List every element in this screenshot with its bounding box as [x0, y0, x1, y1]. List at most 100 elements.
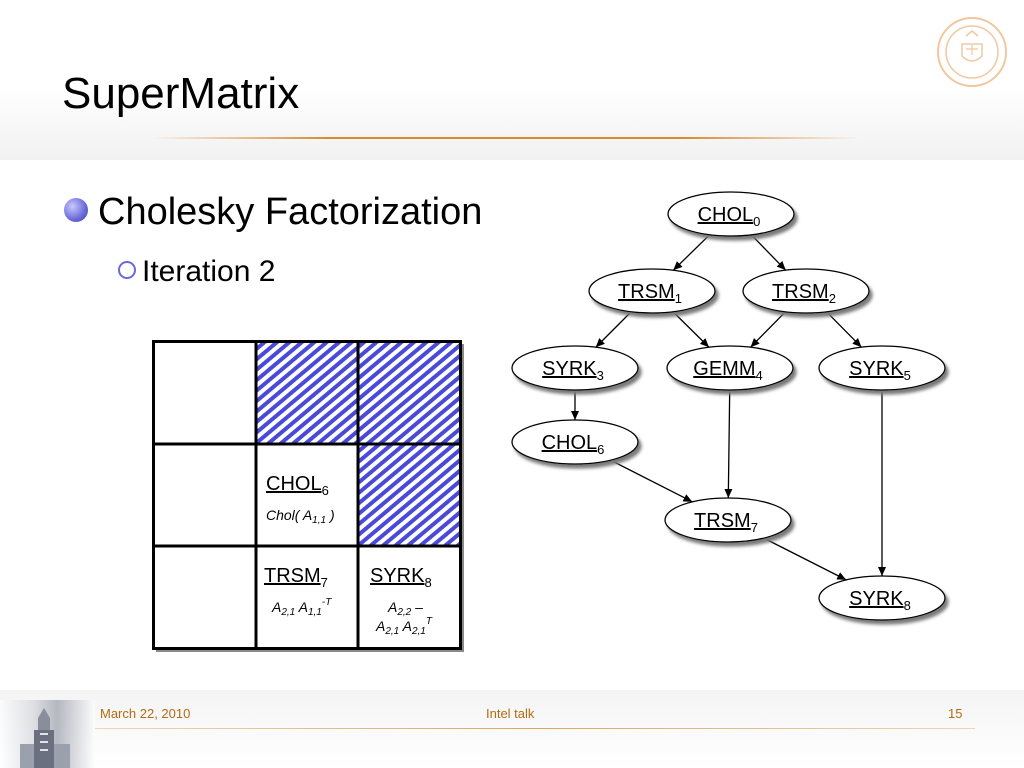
bullet-cholesky: Cholesky Factorization	[64, 188, 482, 236]
dag-node-label: TRSM1	[618, 281, 682, 306]
dag-node-label: GEMM4	[693, 358, 762, 383]
footer-talk-title: Intel talk	[486, 706, 535, 721]
dag-node-ellipse	[818, 345, 946, 391]
hatched-block-1-2	[358, 444, 460, 546]
title-band	[0, 0, 1024, 160]
footer-page-number: 15	[948, 706, 963, 721]
title-rule	[150, 137, 860, 139]
syrk8-l1: A	[387, 599, 397, 615]
dag-edge-chol6-trsm7	[610, 459, 693, 503]
hatched-block-0-2	[358, 342, 460, 444]
chol6-formula: Chol( A1,1 )	[266, 507, 335, 526]
dag-node-subscript: 1	[675, 291, 682, 306]
slide-title: SuperMatrix	[62, 69, 300, 118]
syrk8-l2a-sub: 2,1	[384, 626, 399, 637]
matrix-diagram: CHOL6 Chol( A1,1 ) TRSM7 A2,1 A1,1-T SYR…	[152, 340, 464, 652]
dag-edge-chol0-trsm1	[672, 234, 711, 271]
matrix-cell-chol6: CHOL6	[266, 473, 329, 498]
dag-node-name: TRSM	[618, 281, 675, 303]
dag-node-chol6: CHOL6	[511, 419, 639, 465]
dag-node-chol0: CHOL0	[667, 191, 795, 237]
dag-node-trsm7: TRSM7	[664, 497, 792, 543]
dag-node-name: SYRK	[542, 358, 597, 380]
dag-node-subscript: 0	[753, 214, 760, 229]
dag-node-subscript: 5	[904, 368, 911, 383]
dag-node-subscript: 6	[597, 442, 604, 457]
chol6-name: CHOL	[266, 473, 322, 495]
dag-edge-trsm7-syrk8	[763, 537, 847, 581]
dag-node-ellipse	[588, 268, 716, 314]
dag-node-syrk5: SYRK5	[818, 345, 946, 391]
dag-edge-trsm2-syrk5	[826, 311, 862, 348]
dag-node-gemm4: GEMM4	[666, 345, 794, 391]
dag-edge-trsm1-syrk3	[595, 311, 632, 348]
dag-node-label: SYRK8	[849, 588, 911, 613]
chol6-sub: 6	[322, 483, 329, 498]
matrix-cell-syrk8: SYRK8	[370, 565, 432, 590]
dag-node-subscript: 3	[597, 368, 604, 383]
dag-node-name: SYRK	[849, 588, 904, 610]
hatched-block-0-1	[256, 342, 358, 444]
bullet-ring-icon	[118, 261, 136, 279]
dag-edge-trsm2-gemm4	[750, 311, 786, 348]
trsm7-a1-sub: 2,1	[280, 607, 295, 618]
dag-node-label: TRSM2	[772, 281, 836, 306]
dag-node-name: SYRK	[849, 358, 904, 380]
dag-node-label: SYRK5	[849, 358, 911, 383]
dag-edge-gemm4-trsm7	[724, 389, 733, 499]
university-seal-logo	[937, 17, 1007, 87]
syrk8-l1-post: –	[411, 599, 423, 615]
footer-band	[0, 690, 1024, 768]
syrk8-l2b-sub: 2,1	[411, 626, 426, 637]
dag-node-name: TRSM	[772, 281, 829, 303]
dag-node-label: SYRK3	[542, 358, 604, 383]
trsm7-a2-sub: 1,1	[308, 607, 322, 618]
trsm7-formula: A2,1 A1,1-T	[271, 597, 332, 618]
matrix-cell-trsm7: TRSM7	[264, 565, 328, 590]
syrk8-l2b-sup: T	[426, 616, 433, 627]
dag-node-name: TRSM	[694, 510, 751, 532]
bullet-iteration: Iteration 2	[118, 252, 275, 292]
trsm7-sub: 7	[321, 575, 328, 590]
dag-node-name: CHOL	[698, 204, 754, 226]
dag-node-ellipse	[667, 191, 795, 237]
dag-edge-trsm1-gemm4	[672, 311, 710, 348]
dag-node-name: GEMM	[693, 358, 755, 380]
dag-node-label: CHOL0	[698, 204, 761, 229]
syrk8-formula-line1: A2,2 –	[387, 599, 423, 618]
bullet-2-text: Iteration 2	[142, 255, 276, 288]
footer-rule	[95, 728, 975, 729]
chol6-formula-pre: Chol( A	[266, 507, 312, 523]
dag-node-subscript: 2	[829, 291, 836, 306]
syrk8-sub: 8	[424, 575, 431, 590]
dag-node-trsm2: TRSM2	[742, 268, 870, 314]
trsm7-a1: A	[271, 599, 281, 615]
dag-node-name: CHOL	[542, 432, 598, 454]
chol6-formula-sub: 1,1	[312, 515, 326, 526]
bullet-dot-icon	[64, 198, 88, 222]
dag-node-ellipse	[511, 345, 639, 391]
trsm7-a2: A	[295, 599, 308, 615]
dag-edge-chol0-trsm2	[750, 234, 787, 271]
dag-node-subscript: 7	[751, 520, 758, 535]
dag-node-ellipse	[511, 419, 639, 465]
syrk8-name: SYRK	[370, 565, 425, 587]
dag-node-ellipse	[666, 345, 794, 391]
tower-logo	[0, 700, 95, 768]
matrix-border	[152, 340, 462, 650]
syrk8-l2a: A	[375, 618, 385, 634]
footer-date: March 22, 2010	[100, 706, 191, 721]
dag-node-ellipse	[742, 268, 870, 314]
dag-node-subscript: 8	[904, 598, 911, 613]
dag-node-label: CHOL6	[542, 432, 605, 457]
syrk8-l2b: A	[399, 618, 412, 634]
dag-node-ellipse	[664, 497, 792, 543]
syrk8-formula-line2: A2,1 A2,1T	[375, 616, 433, 637]
chol6-formula-post: )	[326, 507, 335, 523]
dag-node-ellipse	[818, 575, 946, 621]
dag-node-trsm1: TRSM1	[588, 268, 716, 314]
syrk8-l1-sub: 2,2	[396, 607, 411, 618]
dag-node-label: TRSM7	[694, 510, 758, 535]
trsm7-name: TRSM	[264, 565, 321, 587]
